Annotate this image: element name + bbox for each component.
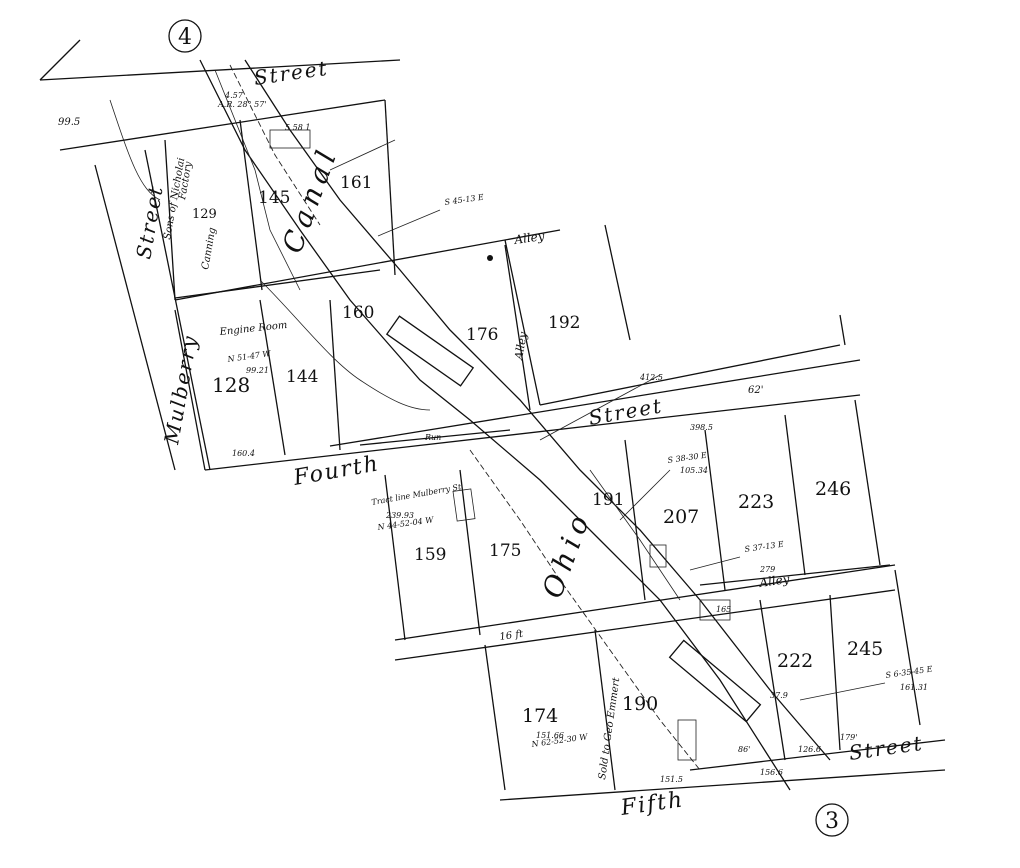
bearing-d: 161.31 [900, 683, 928, 692]
m-ar: A.R. 28° 57' [217, 100, 267, 109]
lot-246: 246 [815, 478, 851, 500]
lot-222: 222 [777, 650, 813, 672]
bearing-h: 105.34 [680, 466, 708, 475]
street-label-left: Street [131, 183, 168, 261]
lot-160: 160 [342, 303, 374, 323]
street-lines [39, 39, 946, 801]
annotations: Engine Room Tract line Mulberry St Sold … [162, 157, 622, 780]
marker-3: 3 [815, 803, 849, 837]
m-5481: 5 58 1 [285, 123, 310, 132]
bearing-j: S 45-13 E [444, 193, 484, 207]
structures [269, 129, 762, 761]
m-375: 37.9 [770, 691, 788, 700]
bearing-l: 239.93 [385, 511, 414, 520]
lot-245: 245 [847, 638, 883, 660]
bearing-f: 151.66 [536, 731, 564, 740]
marker-4-label: 4 [178, 25, 192, 50]
lot-223: 223 [738, 491, 774, 513]
canal-banks [199, 59, 831, 791]
canal-label-lower: Ohio [536, 506, 598, 603]
bearing-a: N 51-47 W [226, 349, 272, 364]
m-1266: 126.6 [798, 745, 821, 754]
lot-174: 174 [522, 705, 558, 727]
lot-144: 144 [286, 367, 318, 387]
bearing-i: S 37-13 E [744, 540, 784, 554]
m-279: 279 [759, 565, 775, 574]
street-label-top: Street [252, 56, 330, 90]
m-1604: 160.4 [232, 449, 255, 458]
m-179: 179' [840, 733, 857, 742]
alley-label-top: Alley [512, 229, 545, 247]
m-457: 4.57 [224, 91, 244, 100]
marker-3-label: 3 [825, 809, 839, 834]
label-run: Run [424, 433, 441, 442]
label-engine-room: Engine Room [218, 320, 288, 338]
m-86: 86' [738, 745, 750, 754]
label-tract-line: Tract line Mulberry St [371, 482, 463, 507]
m-3985: 398.5 [690, 423, 713, 432]
m-1515: 151.5 [660, 775, 683, 784]
lot-128: 128 [212, 373, 250, 397]
lot-numbers: 161 145 129 160 176 192 128 144 191 207 … [192, 173, 883, 727]
m-4125: 412.5 [639, 373, 663, 382]
bearing-b: 99.21 [246, 366, 269, 375]
label-16ft: 16 ft [499, 629, 525, 643]
lot-175: 175 [489, 541, 521, 561]
lot-192: 192 [548, 313, 580, 333]
street-label-bottom: Street [847, 731, 925, 765]
bearing-g: S 38-30 E [667, 451, 707, 465]
lot-161: 161 [340, 173, 372, 193]
m-995: 99.5 [58, 117, 80, 128]
alley-label-vertical: Alley [512, 330, 530, 361]
m-1566: 156.6 [760, 768, 783, 777]
lot-190: 190 [622, 693, 658, 715]
label-sold-to-geo: Sold to Geo Emmert [597, 676, 622, 780]
lot-191: 191 [592, 490, 624, 510]
bearing-c: S 6-35-45 E [885, 664, 933, 680]
street-label-mulberry: Mulberry [159, 333, 202, 447]
marker-4: 4 [168, 19, 202, 53]
lot-159: 159 [414, 545, 446, 565]
lot-176: 176 [466, 325, 498, 345]
street-label-fourth: Fourth [291, 451, 382, 491]
street-label-fifth: Fifth [618, 787, 685, 821]
lot-129: 129 [192, 207, 217, 222]
alley-label-mid: Alley [757, 572, 790, 590]
lot-207: 207 [663, 506, 699, 528]
m-62: 62' [748, 385, 763, 396]
m-165: 165 [716, 605, 731, 614]
lot-145: 145 [258, 188, 290, 208]
measurements: 99.5 160.4 412.5 398.5 62' 151.5 156.6 1… [58, 91, 933, 784]
label-canning: Canning [200, 227, 218, 271]
leader-lines [109, 99, 886, 701]
street-label-mid: Street [587, 393, 665, 430]
